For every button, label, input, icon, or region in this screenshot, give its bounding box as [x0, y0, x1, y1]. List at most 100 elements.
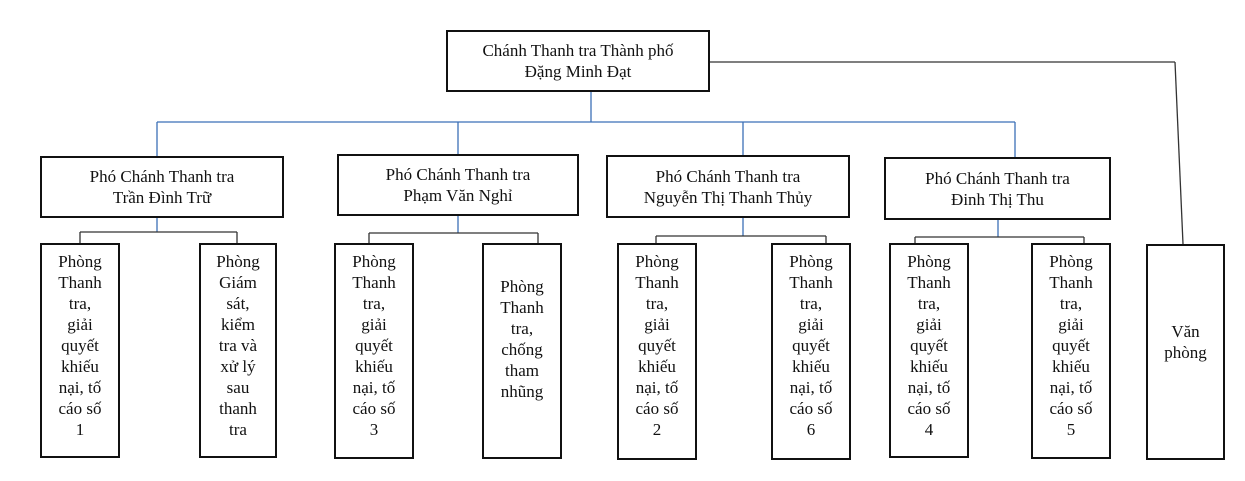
label-line: tra, [645, 294, 669, 313]
label-line: quyết [792, 336, 830, 355]
label-line: khiếu [1052, 357, 1090, 376]
label-line: tra và [218, 336, 258, 355]
label-line: nại, tố [1049, 378, 1093, 397]
label-line: tra, [1059, 294, 1083, 313]
office-label: Văn phòng [1164, 321, 1207, 363]
label-line: phòng [1164, 343, 1207, 362]
label-line: khiếu [638, 357, 676, 376]
label-line: nhũng [500, 382, 544, 401]
deputy-name: Nguyễn Thị Thanh Thủy [643, 187, 813, 207]
deputy-box-1: Phó Chánh Thanh tra Trần Đình Trữ [40, 156, 284, 218]
label-line: 4 [924, 420, 934, 439]
deputy-name: Phạm Văn Nghỉ [403, 186, 513, 205]
label-line: nại, tố [58, 378, 102, 397]
label-line: Phòng [789, 252, 833, 271]
label-line: sát, [226, 294, 250, 313]
label-line: giải [1058, 315, 1084, 334]
label-line: 3 [369, 420, 379, 439]
label-line: quyết [910, 336, 948, 355]
label-line: cáo số [907, 399, 951, 418]
label-line: giải [361, 315, 387, 334]
label-line: Phòng [216, 252, 260, 271]
label-line: quyết [1052, 336, 1090, 355]
label-line: tra, [362, 294, 386, 313]
label-line: tra, [510, 319, 534, 338]
deputy-3-departments-connector [655, 217, 827, 243]
label-line: tra, [917, 294, 941, 313]
office-box: Văn phòng [1146, 244, 1225, 460]
label-line: Văn [1171, 322, 1200, 341]
deputy-1-departments-connector [79, 217, 238, 243]
label-line: nại, tố [789, 378, 833, 397]
label-line: thanh [219, 399, 257, 418]
label-line: Giám [219, 273, 257, 292]
label-line: 5 [1066, 420, 1076, 439]
label-line: Phòng [635, 252, 679, 271]
label-line: quyết [61, 336, 99, 355]
label-line: 6 [806, 420, 816, 439]
label-line: tham [505, 361, 539, 380]
chief-to-deputies-connector [156, 91, 1016, 157]
chief-to-office-connector [709, 61, 1184, 245]
deputy-title: Phó Chánh Thanh tra [385, 165, 531, 184]
label-line: giải [798, 315, 824, 334]
chief-name: Đặng Minh Đạt [524, 62, 632, 81]
label-line: Thanh [58, 273, 102, 292]
label-line: quyết [638, 336, 676, 355]
label-line: Thanh [500, 298, 544, 317]
deputy-title: Phó Chánh Thanh tra [925, 168, 1070, 188]
label-line: cáo số [352, 399, 396, 418]
label-line: giải [67, 315, 93, 334]
label-line: cáo số [635, 399, 679, 418]
label-line: chống [501, 340, 543, 359]
label-line: Phòng [352, 252, 396, 271]
label-line: nại, tố [352, 378, 396, 397]
label-line: tra, [799, 294, 823, 313]
label-line: Thanh [352, 273, 396, 292]
deputy-box-3: Phó Chánh Thanh tra Nguyễn Thị Thanh Thủ… [606, 155, 850, 218]
label-line: khiếu [61, 357, 99, 376]
label-line: nại, tố [635, 378, 679, 397]
deputy-name: Trần Đình Trữ [112, 188, 212, 207]
deputy-box-2: Phó Chánh Thanh tra Phạm Văn Nghỉ [337, 154, 579, 216]
label-line: tra [229, 420, 247, 439]
deputy-2-departments-connector [368, 215, 539, 243]
deputy-title: Phó Chánh Thanh tra [655, 166, 801, 186]
label-line: quyết [355, 336, 393, 355]
label-line: giải [644, 315, 670, 334]
chief-title: Chánh Thanh tra Thành phố [482, 41, 674, 60]
label-line: Phòng [1049, 252, 1093, 271]
label-line: tra, [68, 294, 92, 313]
label-line: cáo số [1049, 399, 1093, 418]
label-line: Thanh [635, 273, 679, 292]
label-line: sau [226, 378, 250, 397]
label-line: Thanh [1049, 273, 1093, 292]
label-line: cáo số [789, 399, 833, 418]
label-line: khiếu [910, 357, 948, 376]
label-line: khiếu [355, 357, 393, 376]
label-line: Phòng [907, 252, 951, 271]
deputy-4-departments-connector [914, 219, 1085, 243]
label-line: Phòng [58, 252, 102, 271]
label-line: khiếu [792, 357, 830, 376]
label-line: Thanh [789, 273, 833, 292]
label-line: xử lý [220, 357, 256, 376]
label-line: 1 [75, 420, 85, 439]
label-line: cáo số [58, 399, 102, 418]
deputy-box-4: Phó Chánh Thanh tra Đinh Thị Thu [884, 157, 1111, 220]
